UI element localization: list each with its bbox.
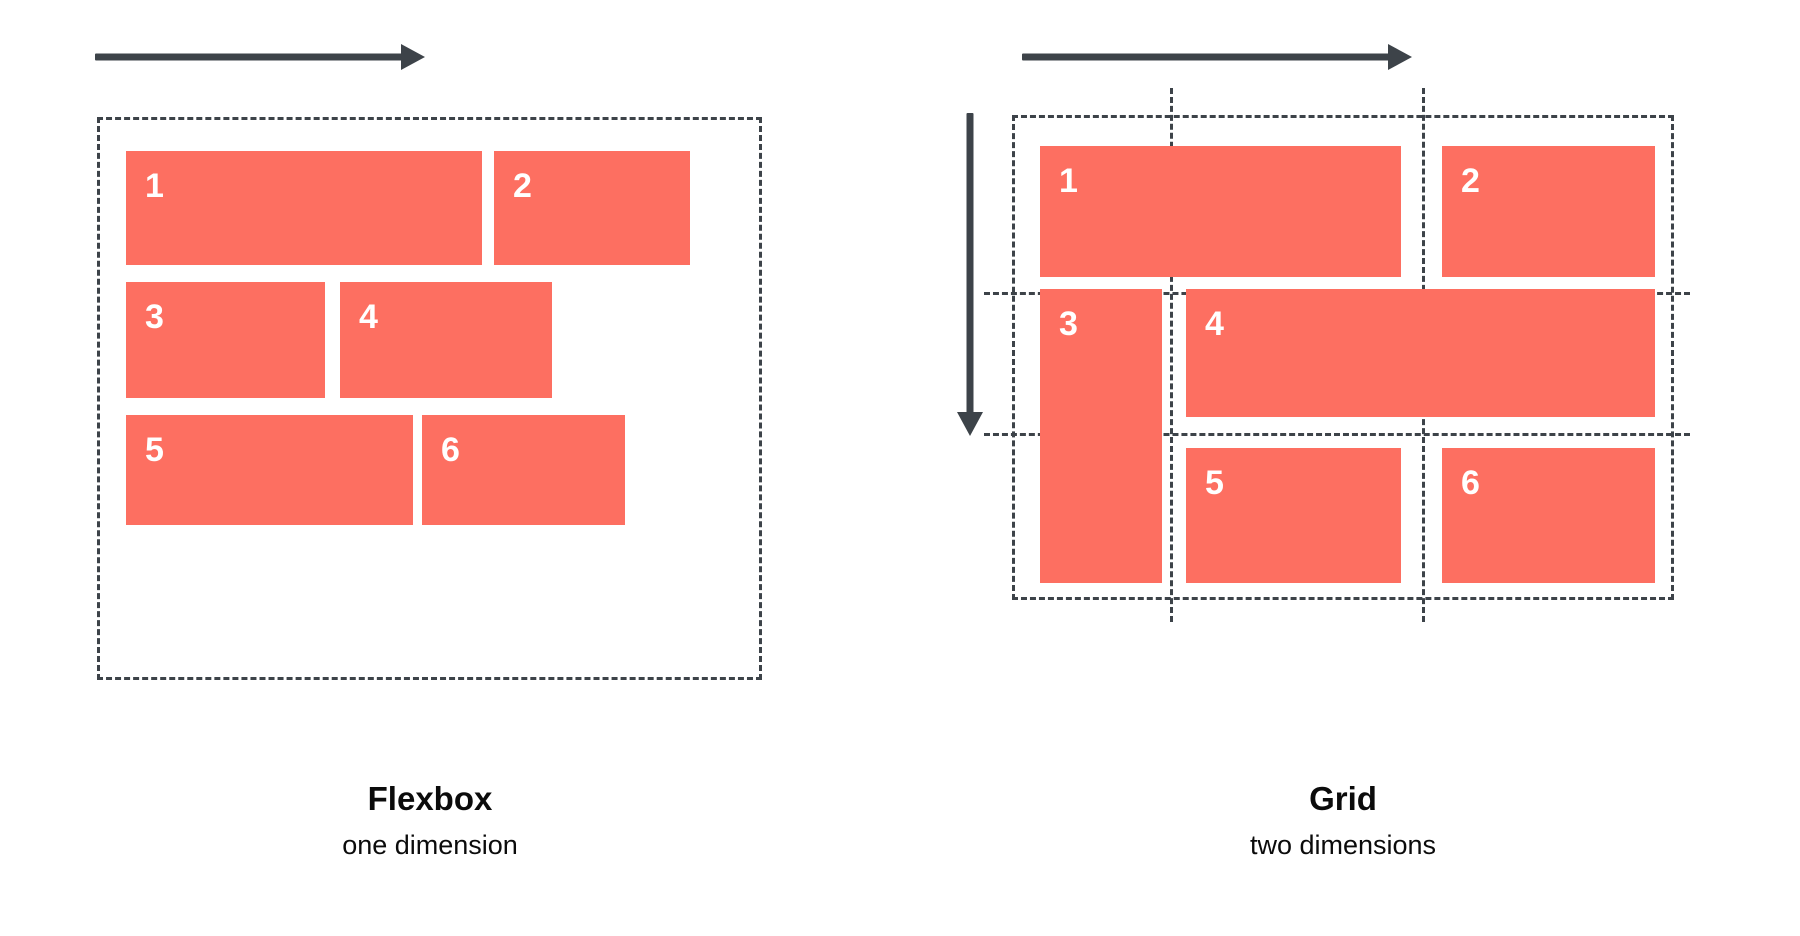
grid-item-5-label: 5 bbox=[1205, 464, 1224, 502]
grid-item-3: 3 bbox=[1040, 289, 1162, 583]
flex-item-6-label: 6 bbox=[441, 431, 460, 469]
grid-item-6: 6 bbox=[1442, 448, 1655, 583]
grid-row-guide-2 bbox=[984, 433, 1690, 436]
arrow-shaft bbox=[1022, 53, 1394, 61]
grid-caption-title: Grid bbox=[1309, 780, 1377, 817]
flexbox-caption-subtitle: one dimension bbox=[342, 830, 518, 860]
inline-axis-arrow bbox=[1022, 42, 1412, 72]
grid-item-2: 2 bbox=[1442, 146, 1655, 277]
flex-item-3-label: 3 bbox=[145, 298, 164, 336]
flex-item-1: 1 bbox=[126, 151, 482, 265]
arrow-shaft bbox=[95, 53, 407, 61]
flex-item-3: 3 bbox=[126, 282, 325, 398]
main-axis-arrow bbox=[95, 42, 425, 72]
flex-container bbox=[97, 117, 762, 680]
arrow-head-icon bbox=[1388, 44, 1412, 70]
flex-item-1-label: 1 bbox=[145, 167, 164, 205]
flex-item-5: 5 bbox=[126, 415, 413, 525]
flex-item-6: 6 bbox=[422, 415, 625, 525]
arrow-head-icon bbox=[401, 44, 425, 70]
grid-item-4-label: 4 bbox=[1205, 305, 1224, 343]
grid-item-5: 5 bbox=[1186, 448, 1401, 583]
grid-item-1: 1 bbox=[1040, 146, 1401, 277]
grid-item-6-label: 6 bbox=[1461, 464, 1480, 502]
flex-item-4: 4 bbox=[340, 282, 552, 398]
grid-container bbox=[1012, 115, 1674, 600]
grid-caption-subtitle: two dimensions bbox=[1249, 830, 1437, 860]
grid-item-3-label: 3 bbox=[1059, 305, 1078, 343]
flexbox-caption-title: Flexbox bbox=[367, 780, 493, 817]
flexbox-caption: Flexbox one dimension bbox=[130, 780, 730, 861]
grid-item-1-label: 1 bbox=[1059, 162, 1078, 200]
flex-item-5-label: 5 bbox=[145, 431, 164, 469]
flex-item-2-label: 2 bbox=[513, 167, 532, 205]
grid-column-guide-1 bbox=[1170, 88, 1173, 622]
grid-item-4: 4 bbox=[1186, 289, 1655, 417]
flexbox-panel: 1 2 3 4 5 6 Flexbox one dimension bbox=[95, 42, 762, 861]
flex-item-4-label: 4 bbox=[359, 298, 378, 336]
grid-item-2-label: 2 bbox=[1461, 162, 1480, 200]
grid-caption: Grid two dimensions bbox=[1043, 780, 1643, 861]
flex-item-2: 2 bbox=[494, 151, 690, 265]
arrow-head-icon bbox=[957, 412, 983, 436]
block-axis-arrow bbox=[955, 113, 985, 436]
arrow-shaft bbox=[966, 113, 974, 418]
